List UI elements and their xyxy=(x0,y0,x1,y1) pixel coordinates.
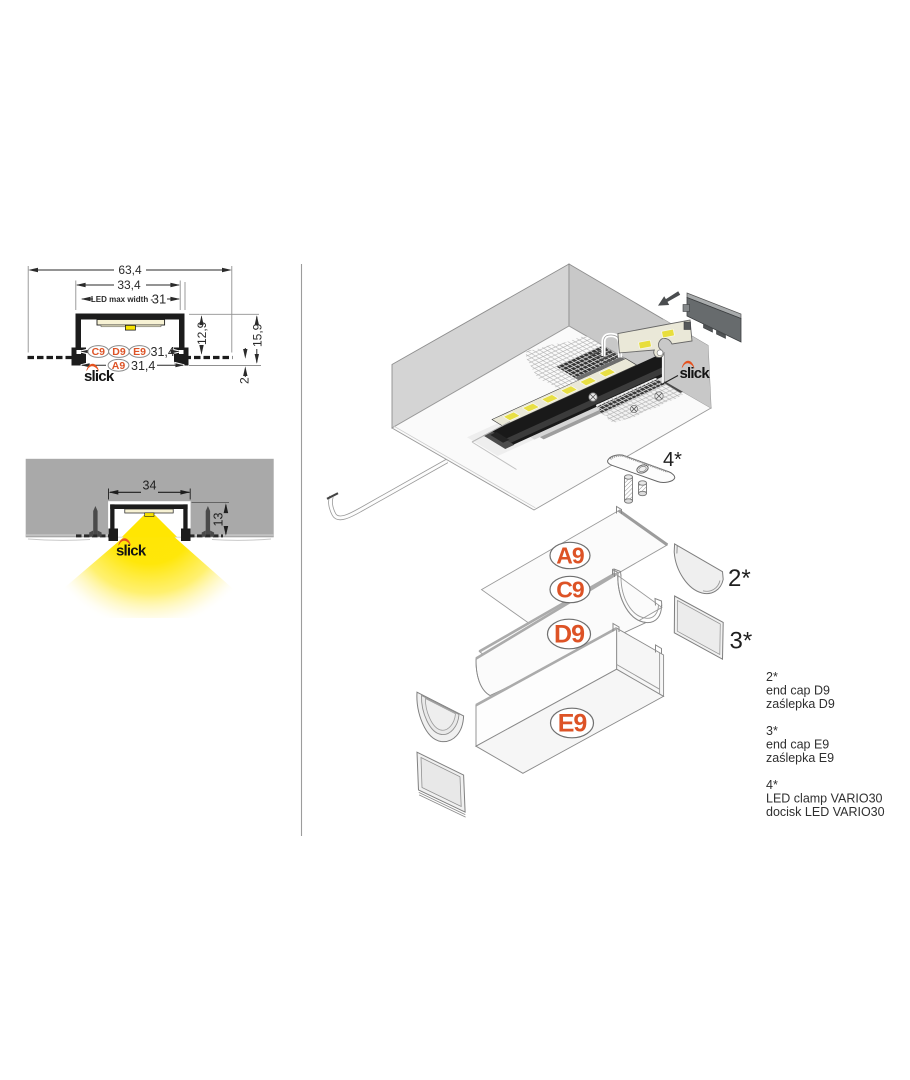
svg-text:E9: E9 xyxy=(558,710,587,738)
svg-text:D9: D9 xyxy=(554,621,584,649)
svg-text:31: 31 xyxy=(152,292,166,307)
svg-text:33,4: 33,4 xyxy=(117,278,141,292)
svg-text:A9: A9 xyxy=(556,543,584,569)
svg-text:2*: 2* xyxy=(728,565,751,592)
svg-text:3*: 3* xyxy=(766,724,778,738)
svg-text:C9: C9 xyxy=(92,346,106,358)
svg-text:2: 2 xyxy=(238,377,252,384)
svg-text:2*: 2* xyxy=(766,670,778,684)
svg-text:end cap D9: end cap D9 xyxy=(766,684,830,698)
svg-text:3*: 3* xyxy=(730,628,753,655)
svg-text:LED max width -: LED max width - xyxy=(91,295,154,304)
svg-text:E9: E9 xyxy=(133,346,146,358)
svg-text:zaślepka E9: zaślepka E9 xyxy=(766,751,834,765)
svg-text:15,9: 15,9 xyxy=(251,323,265,347)
svg-text:34: 34 xyxy=(143,479,157,493)
svg-text:end cap E9: end cap E9 xyxy=(766,738,829,752)
svg-text:LED clamp VARIO30: LED clamp VARIO30 xyxy=(766,792,883,806)
svg-text:A9: A9 xyxy=(112,360,126,372)
svg-text:C9: C9 xyxy=(556,577,584,603)
svg-text:4*: 4* xyxy=(766,778,778,792)
svg-text:4*: 4* xyxy=(663,449,682,471)
svg-text:D9: D9 xyxy=(112,346,126,358)
svg-text:63,4: 63,4 xyxy=(118,263,142,277)
svg-text:31,4: 31,4 xyxy=(151,345,175,359)
svg-text:13: 13 xyxy=(212,513,226,527)
svg-text:12,9: 12,9 xyxy=(195,321,209,345)
svg-text:31,4: 31,4 xyxy=(131,359,155,373)
svg-text:zaślepka D9: zaślepka D9 xyxy=(766,697,835,711)
svg-text:docisk LED VARIO30: docisk LED VARIO30 xyxy=(766,805,885,819)
